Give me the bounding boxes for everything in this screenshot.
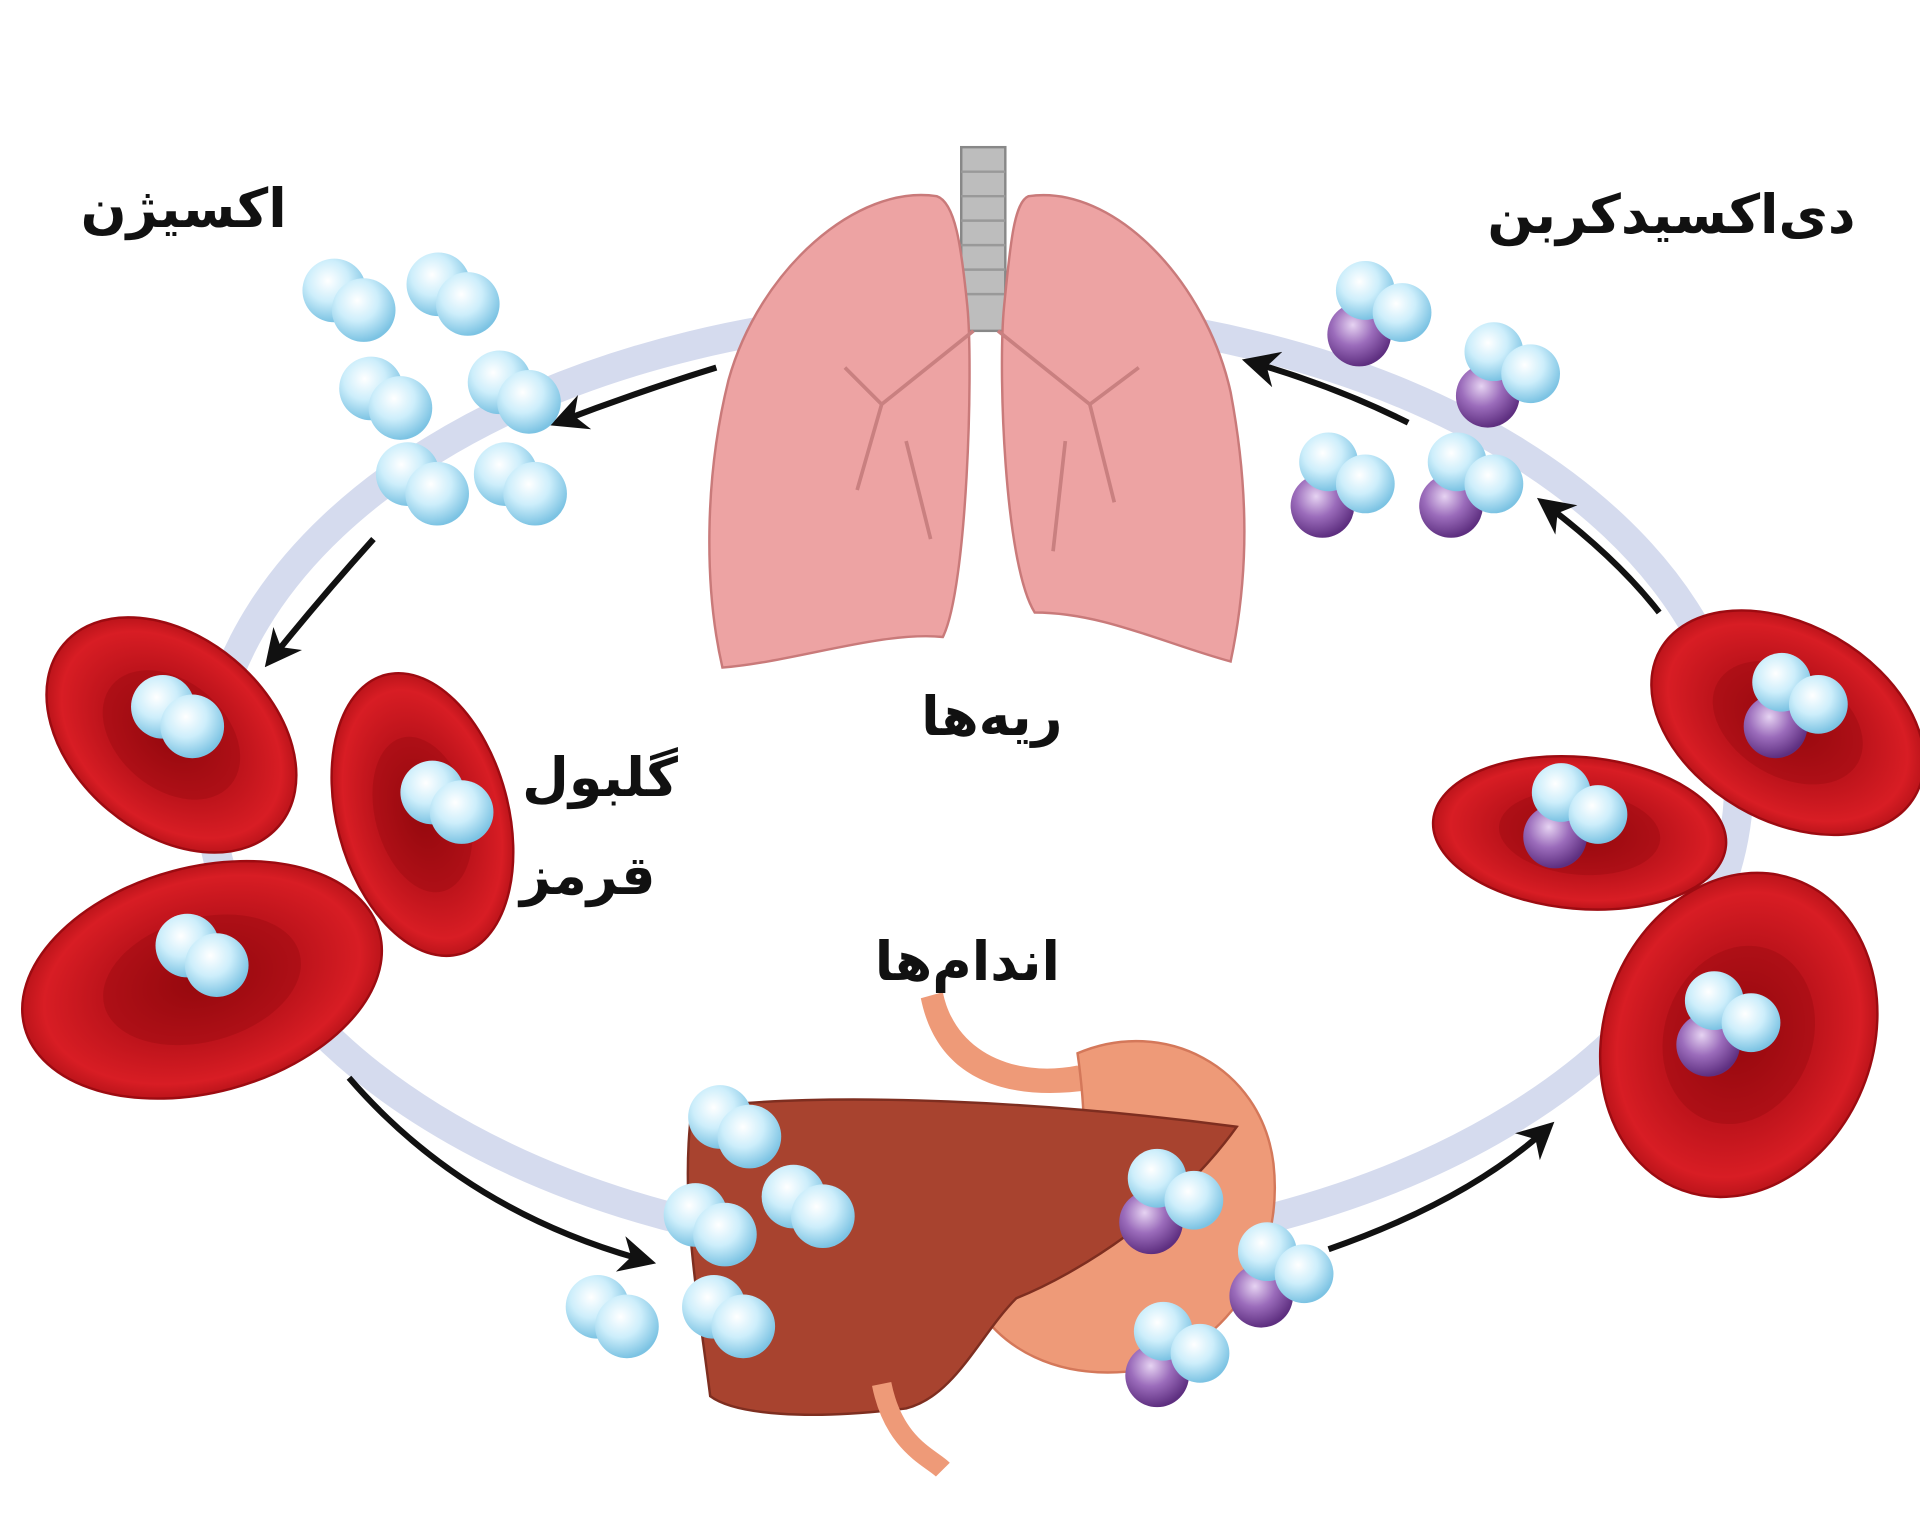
label-oxygen: اکسیژن <box>81 177 287 240</box>
oxygen-molecule <box>339 356 433 440</box>
arrow-oxygen-to-rbc <box>264 536 376 668</box>
carbon-dioxide-molecule <box>1743 652 1848 759</box>
carbon-dioxide-molecule <box>1419 432 1524 538</box>
carbon-dioxide-molecule <box>1125 1301 1230 1408</box>
label-red-blood-cell-line1: گلبول <box>522 746 678 809</box>
oxygen-molecule <box>467 350 561 434</box>
label-red-blood-cell-line2: قرمز <box>517 844 656 907</box>
left-lung <box>708 193 971 669</box>
lungs-illustration <box>708 145 1246 669</box>
arrow-rbc-to-organs <box>346 1075 657 1272</box>
carbon-dioxide-molecule <box>1229 1222 1334 1328</box>
carbon-dioxide-molecule <box>1676 971 1781 1077</box>
trachea <box>960 145 1007 333</box>
carbon-dioxide-molecule <box>1455 322 1560 428</box>
oxygen-molecule <box>400 760 494 844</box>
carbon-dioxide-molecule <box>1523 763 1628 869</box>
oxygen-molecule <box>682 1274 776 1359</box>
oxygen-molecule <box>375 442 469 526</box>
arrow-co2-to-lungs <box>1241 351 1410 426</box>
oxygen-molecule <box>761 1164 855 1248</box>
oxygen-molecule <box>473 442 567 526</box>
oxygen-molecule <box>565 1274 659 1359</box>
label-organs: اندام‌ها <box>875 930 1060 993</box>
carbon-dioxide-molecule <box>1290 432 1395 538</box>
esophagus <box>920 992 1090 1094</box>
label-lungs: ریه‌ها <box>921 685 1062 748</box>
oxygen-molecule <box>663 1183 757 1267</box>
right-lung <box>1000 193 1246 663</box>
oxygen-molecule <box>302 258 396 342</box>
oxygen-molecule <box>155 913 249 997</box>
label-carbon-dioxide: دی‌اکسیدکربن <box>1487 183 1855 246</box>
carbon-dioxide-molecule <box>1119 1148 1224 1255</box>
arrow-organs-to-rbc <box>1327 1121 1555 1253</box>
oxygen-molecule <box>406 252 500 336</box>
arrow-lungs-to-oxygen <box>550 364 718 430</box>
carbon-dioxide-molecule <box>1327 261 1432 367</box>
organs-illustration <box>686 992 1276 1478</box>
oxygen-molecule <box>688 1085 782 1169</box>
oxygen-molecule <box>131 674 225 759</box>
arrow-rbc-to-co2 <box>1536 497 1662 615</box>
liver <box>686 1098 1239 1416</box>
